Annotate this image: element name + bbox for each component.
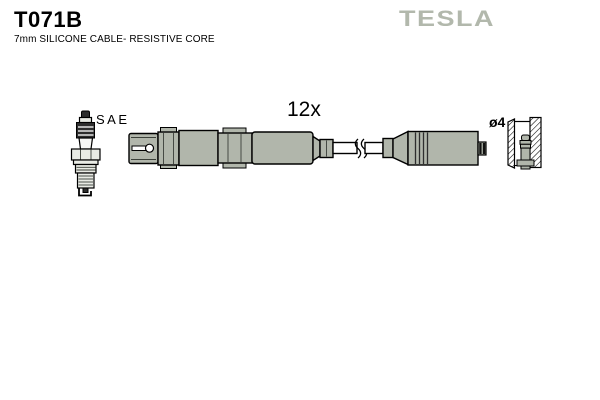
terminal-tip: [521, 134, 530, 141]
boot-main-body: [178, 129, 219, 167]
terminal-body: [520, 147, 531, 161]
terminal-ring-1: [519, 140, 532, 145]
spark-plug-drawing: [70, 110, 101, 197]
cable-wire: [332, 138, 384, 159]
boot-mid-section: [217, 132, 253, 164]
part-number: T071B: [14, 7, 83, 32]
sae-label: SAE: [96, 112, 130, 127]
terminal-ring-2: [520, 143, 531, 149]
connector-cone: [392, 130, 409, 166]
spark-plug-insulator-taper: [78, 137, 94, 150]
boot-neck-taper: [312, 135, 321, 162]
tesla-brand-logo: TESLA: [399, 6, 496, 31]
cable-break-mark-left: [354, 138, 362, 159]
connector-tip: [477, 141, 487, 156]
cable-break-mark-right: [360, 138, 368, 159]
terminal-pin: [516, 134, 535, 170]
terminal-stem: [520, 165, 531, 170]
quantity-label: 12x: [287, 98, 321, 121]
section-wall-left: [507, 118, 516, 169]
spark-plug-thread: [76, 172, 95, 189]
terminal-diameter-label: ø4: [489, 114, 506, 130]
plug-boot: [128, 127, 334, 169]
cable-right-span: [364, 141, 384, 155]
cable-left-span: [332, 141, 358, 155]
boot-clip-section: [157, 131, 180, 166]
spark-plug-hex: [70, 148, 101, 161]
spark-plug-center-electrode: [82, 187, 89, 193]
product-subtitle: 7mm SILICONE CABLE- RESISTIVE CORE: [14, 34, 215, 45]
terminal-flange: [516, 159, 535, 167]
spark-plug-flange: [72, 159, 99, 166]
coil-end-connector: [382, 130, 487, 166]
spark-plug-neck: [78, 116, 93, 124]
terminal-cross-section: [507, 116, 542, 170]
spark-plug-ground-electrode: [78, 188, 92, 197]
boot-rear-body: [251, 131, 314, 165]
cable-drawing: [128, 127, 487, 169]
boot-slot-hole: [144, 143, 155, 153]
connector-collar: [382, 137, 394, 159]
spark-plug-insulator-ribs: [76, 122, 95, 139]
connector-cylinder: [407, 130, 479, 166]
connector-ribs: [414, 132, 429, 164]
spark-plug-shell: [74, 163, 97, 174]
